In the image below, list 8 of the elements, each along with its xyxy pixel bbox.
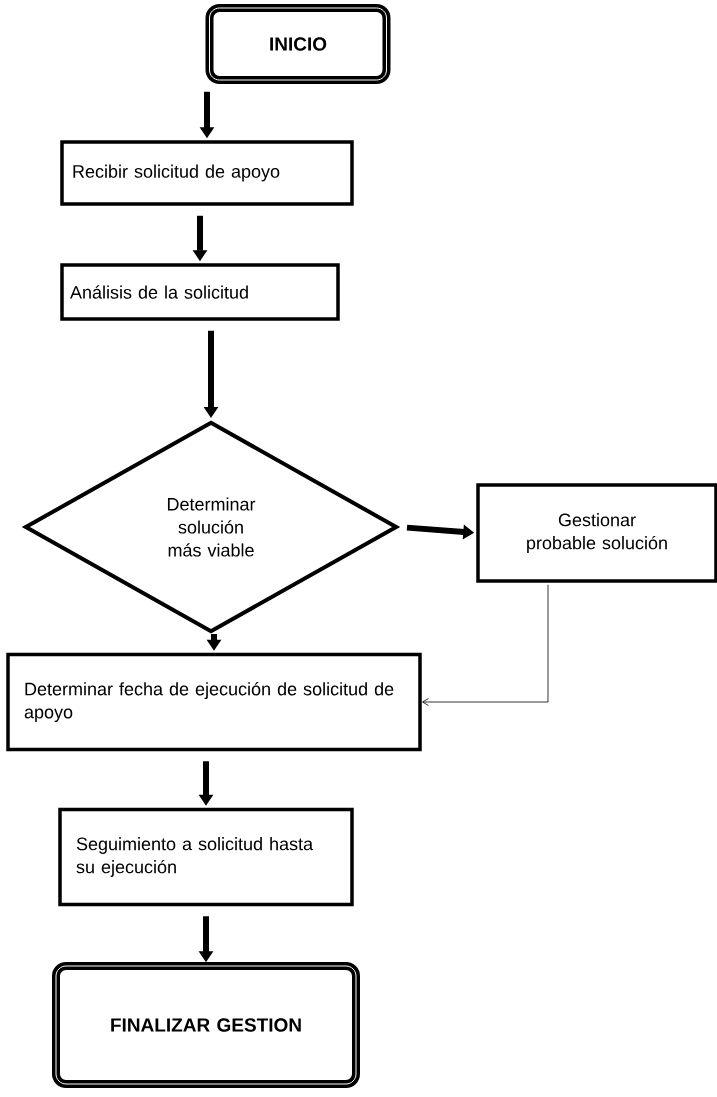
terminal-box: INICIO [205, 4, 391, 84]
process-box: Gestionar probable solución [476, 483, 717, 583]
process-box: Análisis de la solicitud [60, 263, 340, 321]
arrow [422, 584, 549, 706]
process-box: Determinar fecha de ejecución de solicitud de apoyo [6, 652, 422, 752]
process-box: Recibir solicitud de apoyo [60, 140, 354, 206]
terminal-box: FINALIZAR GESTION [52, 962, 360, 1088]
process-box: Seguimiento a solicitud hasta su ejecución [58, 807, 354, 907]
